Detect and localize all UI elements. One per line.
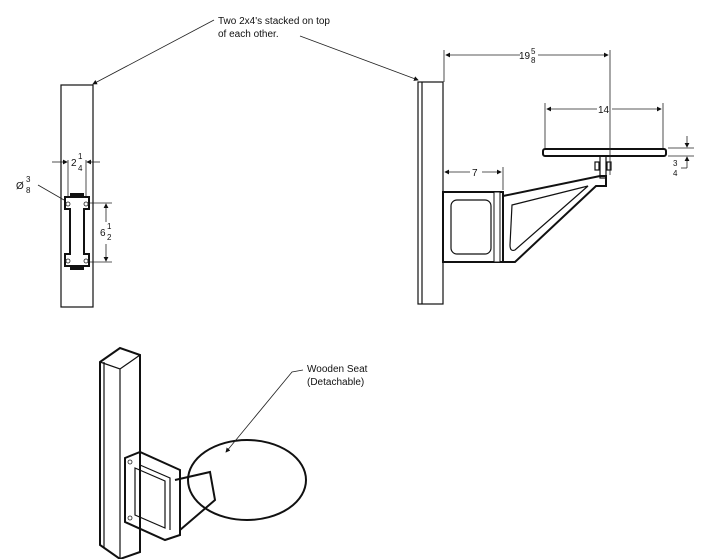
dim-thick-num: 3 — [673, 159, 678, 168]
leader-line — [92, 19, 215, 85]
front-view: 2 1 4 Ø 3 8 6 1 2 — [16, 84, 112, 308]
post — [60, 84, 94, 308]
leader-line — [225, 369, 304, 453]
dim-overall-den: 8 — [531, 56, 536, 65]
dim-thick-den: 4 — [673, 169, 678, 178]
seat — [542, 148, 667, 157]
stacked-lumber-note: Two 2x4's stacked on top of each other. — [92, 16, 419, 85]
bracket-arm — [502, 175, 607, 263]
dim-overall-num: 5 — [531, 47, 536, 56]
dim-height-whole: 6 — [100, 228, 106, 239]
dim-height-den: 2 — [107, 233, 112, 242]
dim-width-whole: 2 — [71, 158, 77, 169]
dim-hole-prefix: Ø — [16, 181, 24, 192]
bracket-arm — [174, 470, 217, 531]
dim-height-num: 1 — [107, 222, 112, 231]
dim-width-den: 4 — [78, 164, 83, 173]
post — [99, 346, 141, 559]
note-line-1: Two 2x4's stacked on top — [218, 16, 330, 27]
wooden-seat — [187, 439, 307, 521]
dim-hole-num: 3 — [26, 175, 31, 184]
side-view: 19 5 8 14 7 3 4 — [417, 47, 694, 305]
isometric-view: Wooden Seat (Detachable) — [99, 346, 368, 559]
seat-note-line-1: Wooden Seat — [307, 364, 368, 375]
dim-hole-den: 8 — [26, 186, 31, 195]
dim-bracket-depth: 7 — [472, 168, 478, 179]
dim-overall-whole: 19 — [519, 51, 531, 62]
bracket-plate — [124, 450, 181, 542]
seat-note-line-2: (Detachable) — [307, 377, 364, 388]
note-line-2: of each other. — [218, 29, 279, 40]
dim-seat-width: 14 — [598, 105, 610, 116]
mounting-plate — [64, 196, 90, 267]
dim-width-num: 1 — [78, 152, 83, 161]
leader-line — [299, 35, 419, 81]
